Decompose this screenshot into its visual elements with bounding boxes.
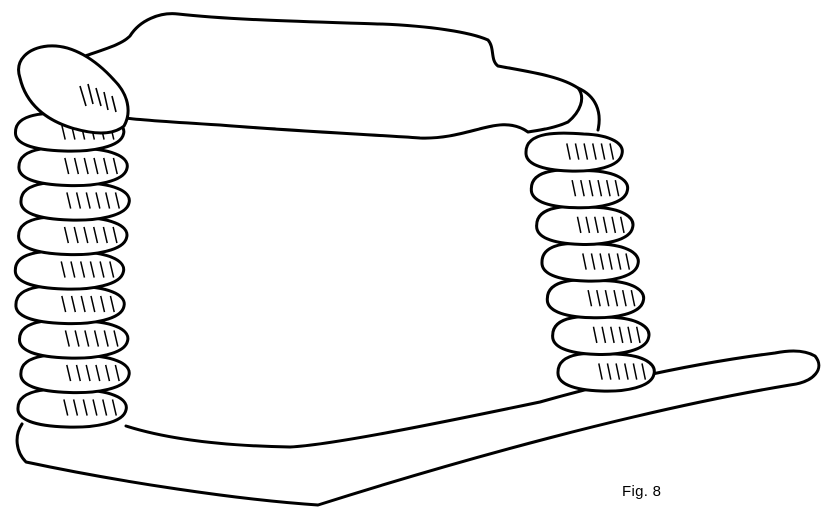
right-coil-column bbox=[526, 133, 654, 391]
left-coil bbox=[16, 286, 124, 324]
left-coil bbox=[18, 389, 126, 427]
left-coil bbox=[19, 148, 127, 186]
left-coil bbox=[21, 355, 129, 393]
left-coil bbox=[21, 182, 129, 220]
right-coil bbox=[558, 353, 654, 391]
right-coil bbox=[526, 133, 622, 171]
left-coil bbox=[19, 320, 127, 358]
right-coil bbox=[547, 280, 643, 318]
right-coil bbox=[542, 243, 638, 281]
left-coil bbox=[19, 217, 127, 255]
top-slab bbox=[85, 14, 582, 138]
base-slab bbox=[17, 351, 819, 505]
right-coil bbox=[537, 206, 633, 244]
left-coil-column bbox=[15, 113, 129, 427]
right-coil bbox=[531, 170, 627, 208]
figure-caption: Fig. 8 bbox=[622, 483, 661, 500]
left-coil bbox=[15, 251, 123, 289]
right-coil bbox=[553, 316, 649, 354]
